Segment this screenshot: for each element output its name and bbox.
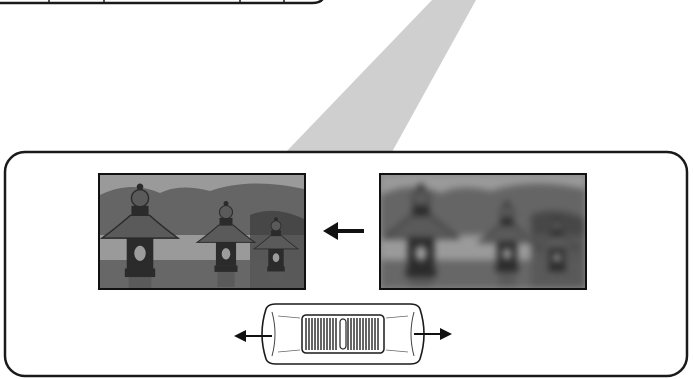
left-arrow-icon [323, 222, 364, 240]
left-arrow-icon [234, 330, 272, 342]
right-arrow-icon [414, 328, 452, 340]
projector-top-panel [0, 0, 324, 5]
callout-beam [286, 0, 476, 152]
focus-ring-icon[interactable] [261, 303, 425, 365]
sharp-image [98, 173, 306, 290]
blurred-image [379, 173, 587, 290]
